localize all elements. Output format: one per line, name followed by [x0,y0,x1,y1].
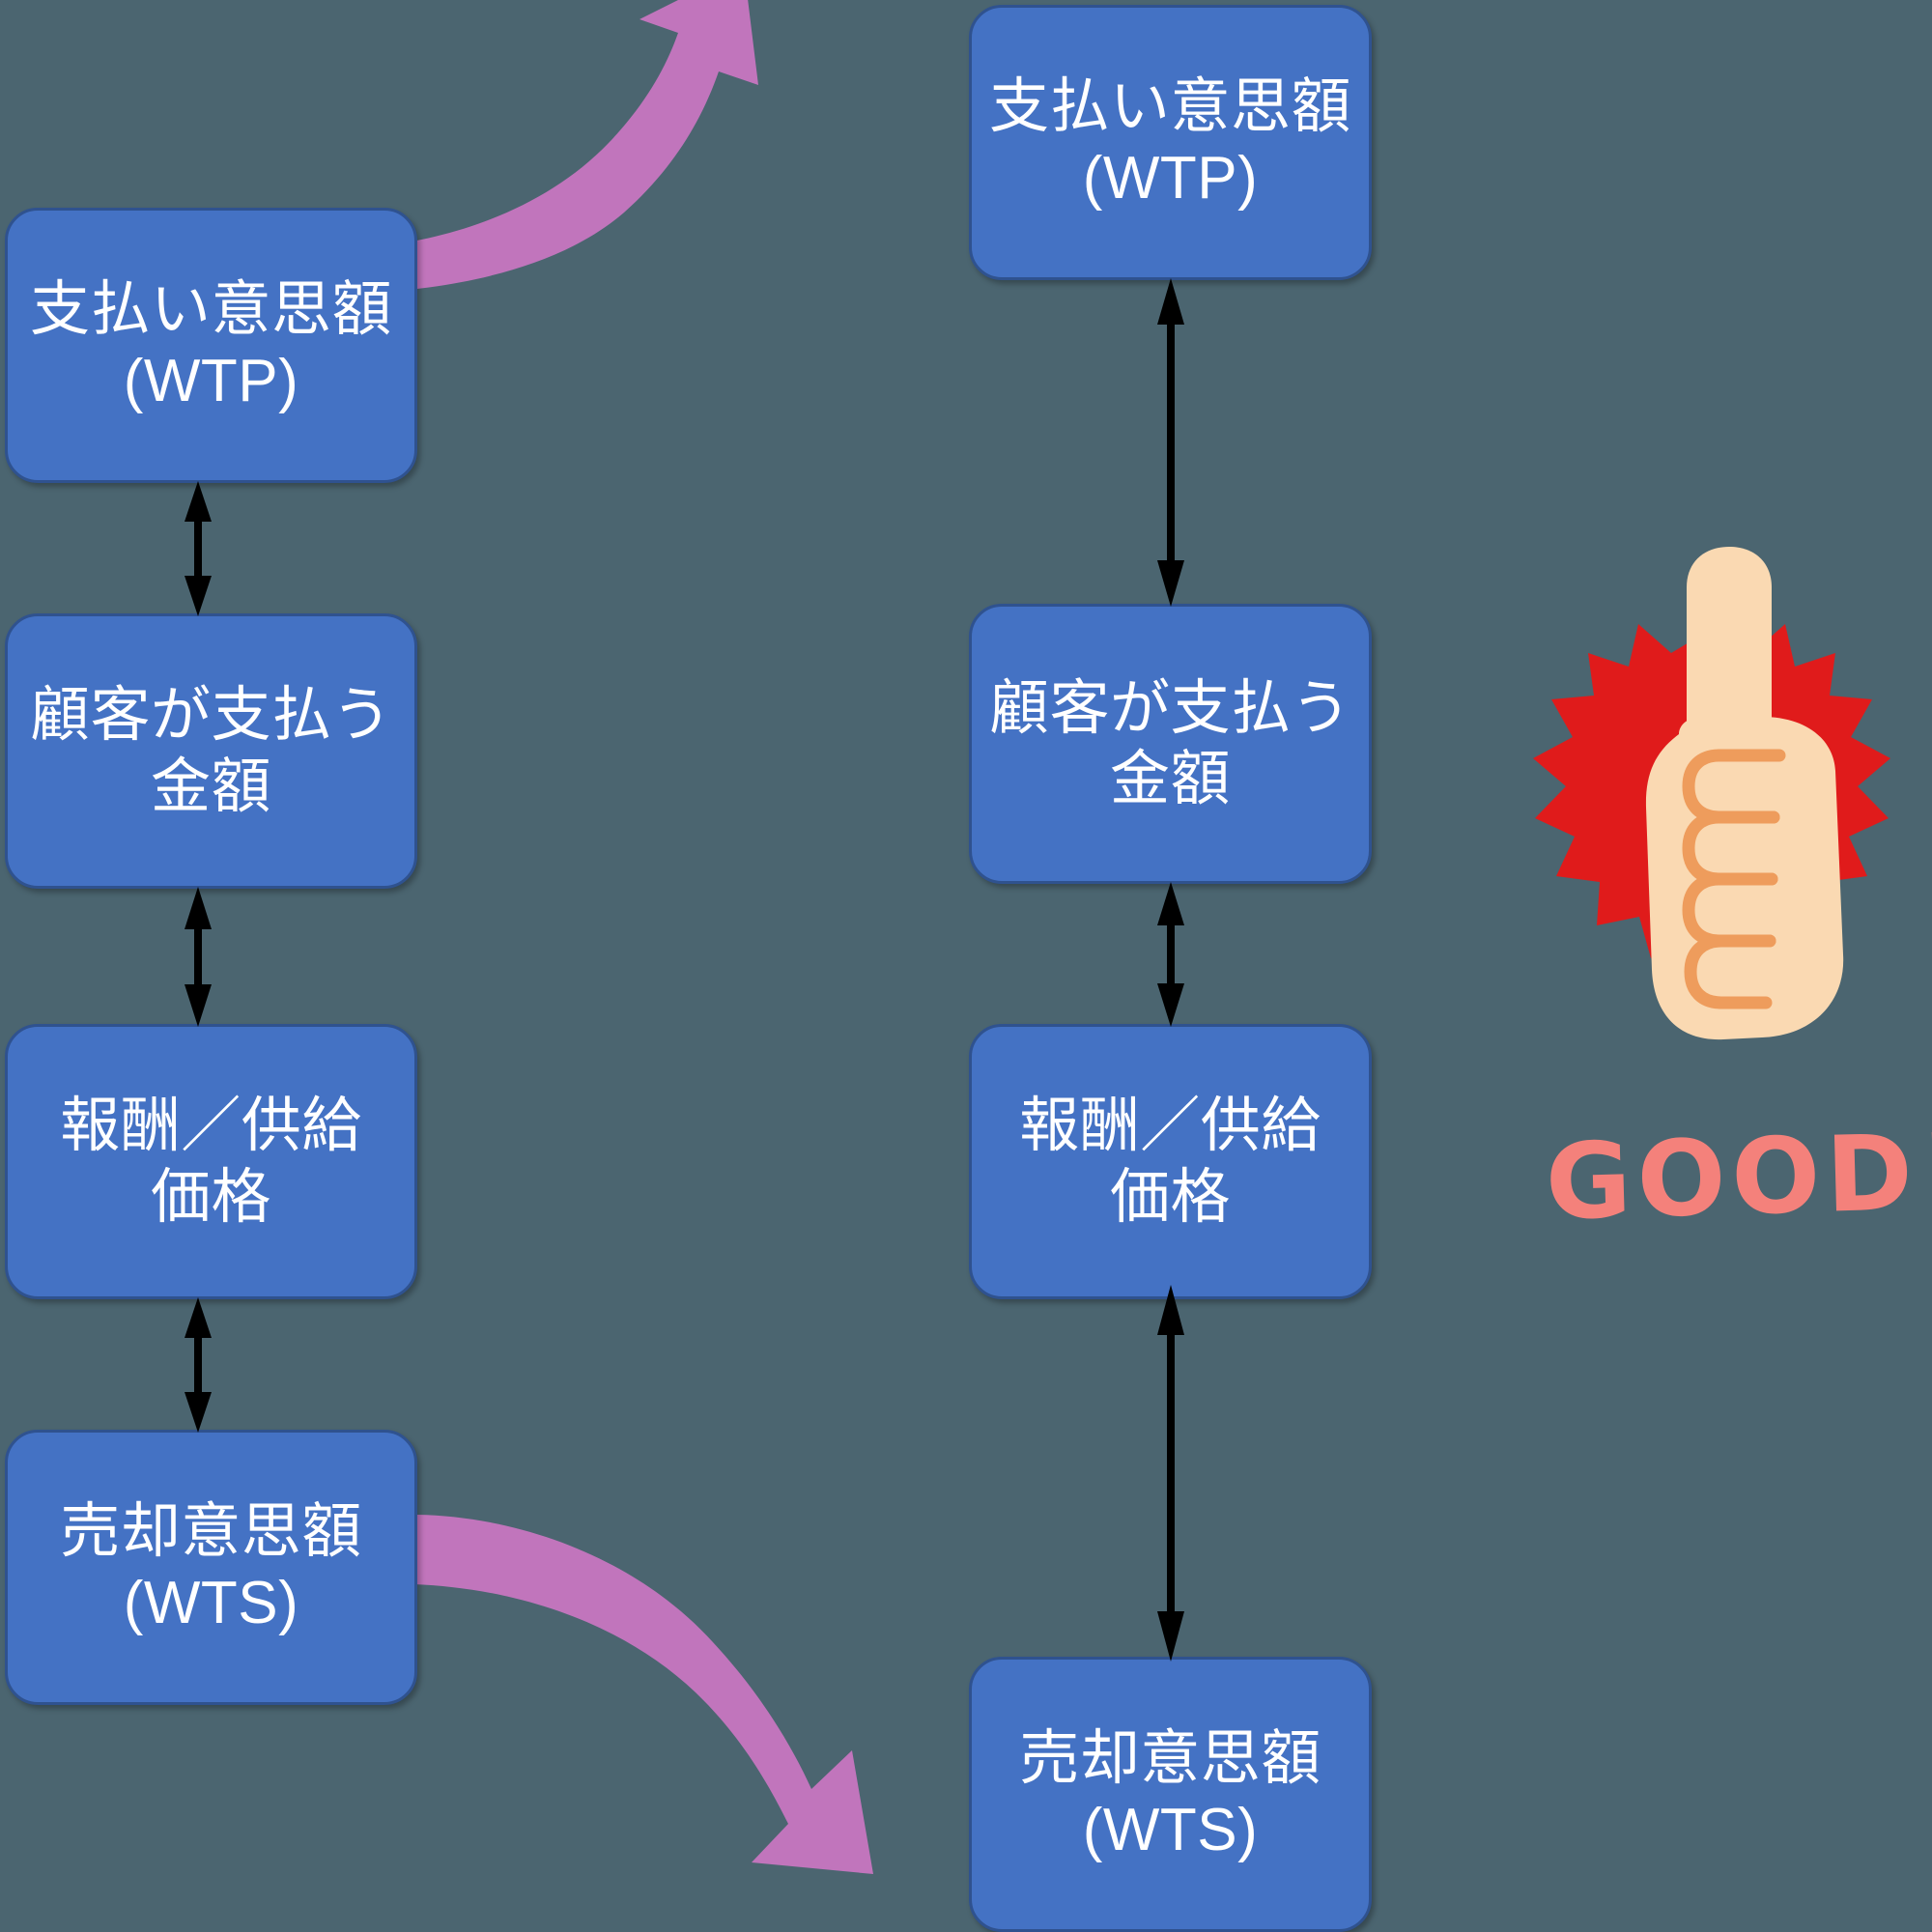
node-right-wts[interactable]: 売却意思額 (WTS) [969,1657,1372,1932]
double-arrow-right-pay-cost [1152,882,1189,1027]
double-arrow-shape [185,1297,212,1433]
node-label: 売却意思額 (WTS) [1019,1725,1321,1863]
double-arrow-shape [185,887,212,1027]
double-arrow-right-cost-wts [1152,1285,1189,1662]
node-right-customer-payment[interactable]: 顧客が支払う 金額 [969,604,1372,884]
node-left-wtp[interactable]: 支払い意思額 (WTP) [5,208,417,483]
node-right-supply-price[interactable]: 報酬／供給 価格 [969,1024,1372,1299]
double-arrow-shape [185,481,212,616]
double-arrow-left-pay-cost [180,887,216,1027]
node-label: 顧客が支払う 金額 [988,674,1351,812]
curve-down-path [413,1515,873,1874]
node-label: 報酬／供給 価格 [1019,1093,1321,1231]
node-label: 報酬／供給 価格 [60,1093,362,1231]
double-arrow-left-wtp-pay [180,481,216,616]
wts-decrease-arrow [406,1488,956,1893]
node-left-supply-price[interactable]: 報酬／供給 価格 [5,1024,417,1299]
node-left-customer-payment[interactable]: 顧客が支払う 金額 [5,613,417,889]
hand-shape [1645,547,1844,1040]
node-label: 支払い意思額 (WTP) [29,276,392,414]
node-label: 顧客が支払う 金額 [29,682,392,820]
node-label: 売却意思額 (WTS) [60,1498,362,1636]
thumbs-up-icon [1526,541,1932,1140]
node-label: 支払い意思額 (WTP) [988,73,1351,212]
node-right-wtp[interactable]: 支払い意思額 (WTP) [969,5,1372,280]
good-caption: GOOD! [1544,1111,1932,1244]
double-arrow-shape [1157,882,1184,1027]
double-arrow-shape [1157,1285,1184,1662]
double-arrow-left-cost-wts [180,1297,216,1433]
double-arrow-right-wtp-pay [1152,278,1189,607]
double-arrow-shape [1157,278,1184,607]
node-left-wts[interactable]: 売却意思額 (WTS) [5,1430,417,1705]
